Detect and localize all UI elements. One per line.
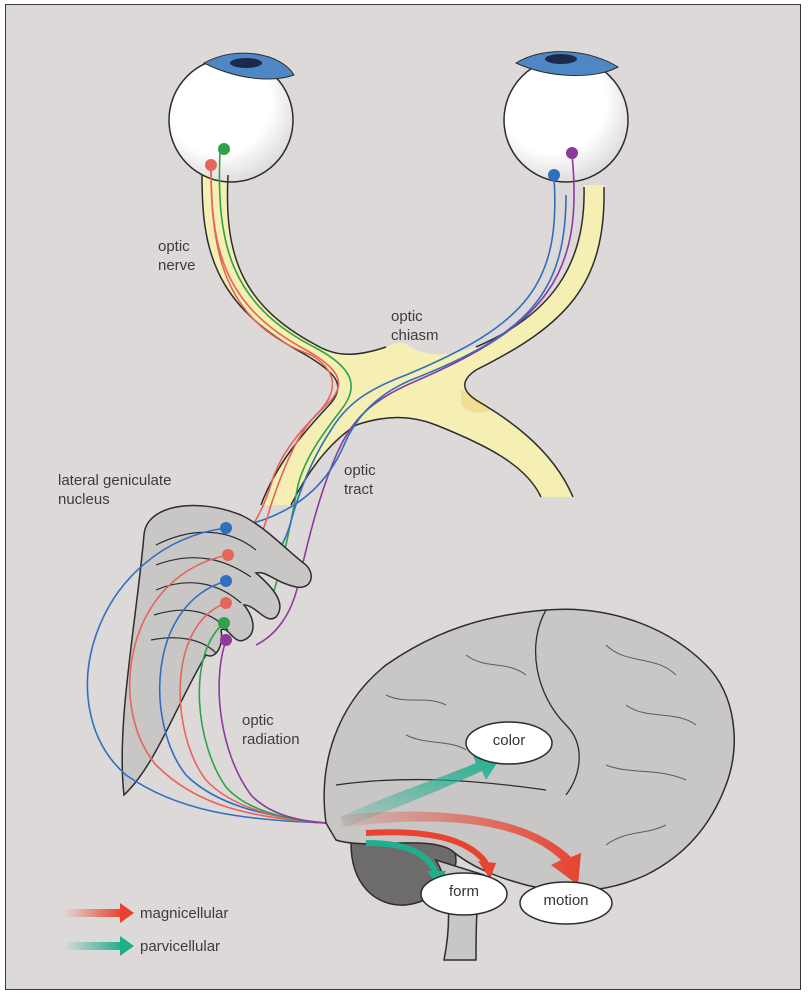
lateral-geniculate-nucleus bbox=[122, 505, 311, 795]
legend-parvocellular-label: parvicellular bbox=[140, 937, 220, 956]
color-area-label: color bbox=[466, 732, 552, 749]
optic-radiation-label-line1: optic bbox=[242, 711, 300, 730]
optic-chiasm-label: optic chiasm bbox=[391, 307, 439, 345]
lgn-label: lateral geniculate nucleus bbox=[58, 471, 171, 509]
optic-tract-label: optic tract bbox=[344, 461, 376, 499]
optic-nerve-label: optic nerve bbox=[158, 237, 196, 275]
lgn-label-line1: lateral geniculate bbox=[58, 471, 171, 490]
lgn-body bbox=[122, 505, 311, 795]
legend-arrows bbox=[64, 903, 134, 956]
right-pupil bbox=[545, 54, 577, 64]
left-pupil bbox=[230, 58, 262, 68]
left-eye bbox=[169, 53, 294, 182]
right-eye bbox=[504, 52, 628, 182]
optic-nerve-label-line1: optic bbox=[158, 237, 196, 256]
fiber-blue-right bbox=[254, 177, 555, 575]
motion-area-label: motion bbox=[520, 892, 612, 909]
optic-tract-label-line1: optic bbox=[344, 461, 376, 480]
diagram-frame: optic nerve optic chiasm optic tract lat… bbox=[5, 4, 801, 990]
optic-nerve-label-line2: nerve bbox=[158, 256, 196, 275]
optic-radiation-label-line2: radiation bbox=[242, 730, 300, 749]
legend-magnocellular-label: magnicellular bbox=[140, 904, 228, 923]
optic-chiasm-label-line2: chiasm bbox=[391, 326, 439, 345]
optic-radiation-label: optic radiation bbox=[242, 711, 300, 749]
optic-chiasm-label-line1: optic bbox=[391, 307, 439, 326]
optic-tract-label-line2: tract bbox=[344, 480, 376, 499]
form-area-label: form bbox=[421, 883, 507, 900]
right-eyeball bbox=[504, 58, 628, 182]
lgn-label-line2: nucleus bbox=[58, 490, 171, 509]
